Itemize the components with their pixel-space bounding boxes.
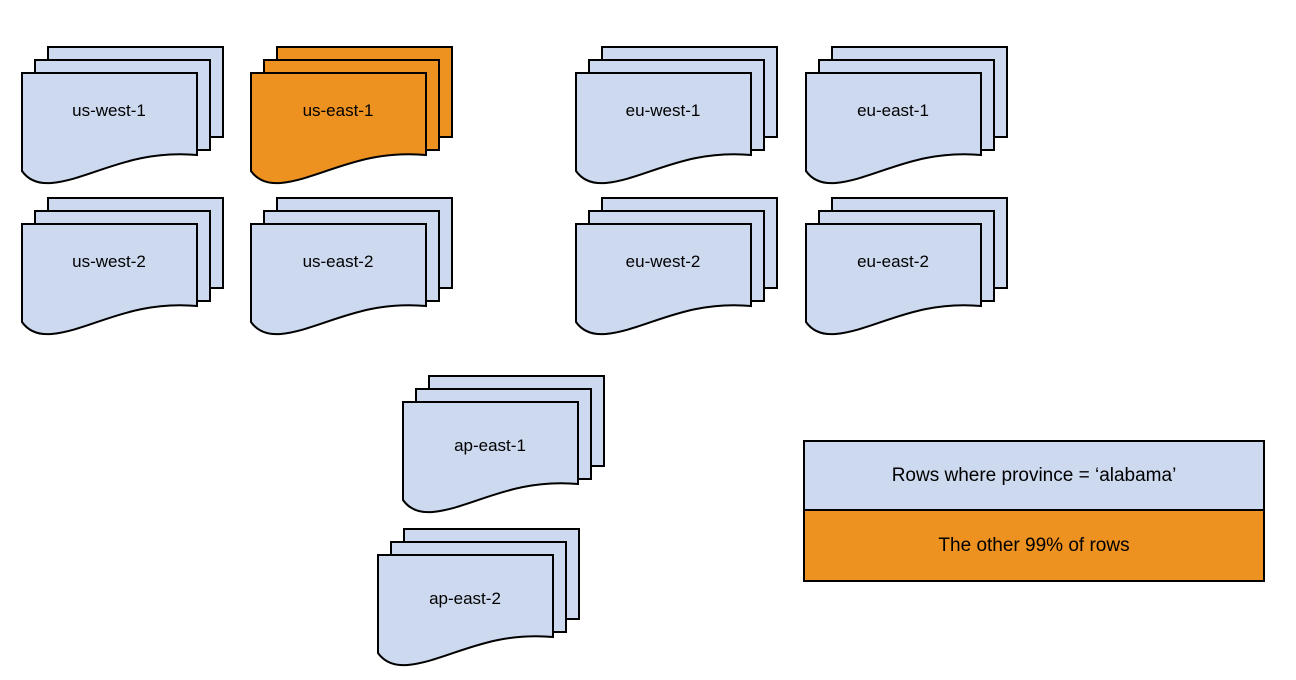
document-stack-us-west-1[interactable]: us-west-1 [21,46,226,185]
document-sheet-front [805,72,982,185]
document-stack-eu-east-1[interactable]: eu-east-1 [805,46,1010,185]
document-stack-shape [21,46,224,185]
document-stack-shape [250,46,453,185]
document-stack-eu-west-1[interactable]: eu-west-1 [575,46,780,185]
legend-item-label: Rows where province = ‘alabama’ [891,464,1177,486]
document-stack-shape [21,197,224,336]
document-stack-shape [402,375,605,514]
document-stack-us-east-2[interactable]: us-east-2 [250,197,455,336]
document-sheet-front [250,223,427,336]
document-stack-us-east-1[interactable]: us-east-1 [250,46,455,185]
document-sheet-front [575,223,752,336]
document-sheet-front [21,72,198,185]
document-stack-shape [805,46,1008,185]
document-stack-eu-west-2[interactable]: eu-west-2 [575,197,780,336]
document-sheet-front [575,72,752,185]
document-sheet-front [21,223,198,336]
document-sheet-front [377,554,554,667]
legend-item-other-rows: The other 99% of rows [805,511,1263,580]
document-sheet-front [250,72,427,185]
document-stack-shape [377,528,580,667]
document-stack-us-west-2[interactable]: us-west-2 [21,197,226,336]
legend-item-label: The other 99% of rows [938,534,1130,556]
document-stack-shape [250,197,453,336]
document-sheet-front [805,223,982,336]
document-stack-ap-east-1[interactable]: ap-east-1 [402,375,607,514]
legend: Rows where province = ‘alabama’ The othe… [803,440,1265,582]
document-stack-shape [805,197,1008,336]
document-sheet-front [402,401,579,514]
legend-item-rows-alabama: Rows where province = ‘alabama’ [805,442,1263,511]
document-stack-shape [575,46,778,185]
document-stack-eu-east-2[interactable]: eu-east-2 [805,197,1010,336]
document-stack-shape [575,197,778,336]
document-stack-ap-east-2[interactable]: ap-east-2 [377,528,582,667]
